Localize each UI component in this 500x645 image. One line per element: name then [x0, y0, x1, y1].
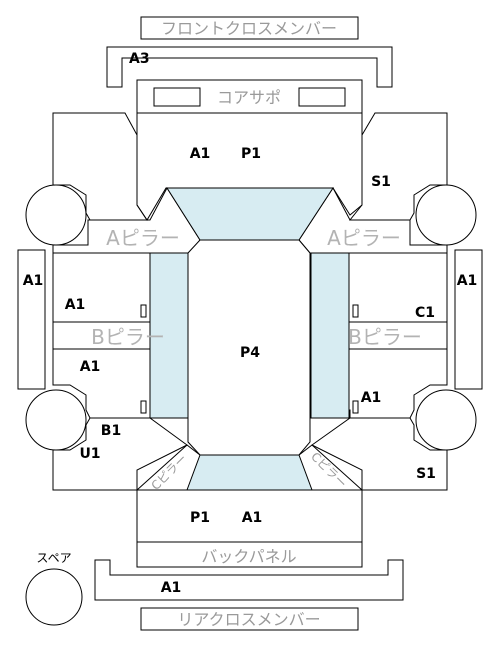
left-u1-label: U1: [79, 446, 100, 462]
left-outer-a1-label: A1: [23, 273, 44, 289]
rear-p1-label: P1: [190, 510, 210, 526]
a-pillar-right-label: Aピラー: [327, 226, 401, 250]
core-support-label: コアサポ: [217, 88, 281, 107]
c-pillar-right-label: Cピラー: [308, 450, 349, 491]
back-panel-box[interactable]: [136, 541, 363, 568]
handle-right-rear: [352, 400, 359, 414]
front-a1-label: A1: [190, 146, 211, 162]
right-door-front-c1-label: C1: [415, 305, 435, 321]
roof-panel[interactable]: [187, 239, 311, 456]
left-rear-door[interactable]: [52, 348, 151, 419]
right-rear-quarter[interactable]: [311, 417, 448, 491]
rear-cross-a1-label: A1: [161, 580, 182, 596]
a3-label: A3: [129, 51, 150, 67]
front-cross-bracket[interactable]: [106, 46, 393, 88]
right-front-fender[interactable]: [348, 112, 448, 221]
left-door-rear-a1-label: A1: [80, 359, 101, 375]
front-left-wheel: [25, 184, 87, 246]
rear-left-wheel: [25, 389, 87, 451]
back-panel-label: バックパネル: [201, 547, 296, 566]
handle-right-front: [352, 304, 359, 318]
c-pillar-left-label: Cピラー: [149, 452, 190, 493]
rear-right-wheel: [415, 389, 477, 451]
right-rear-s1-label: S1: [416, 466, 436, 482]
front-cross-member-box: [140, 16, 359, 40]
spare-label: スペア: [36, 551, 71, 565]
right-side-glass[interactable]: [310, 252, 350, 419]
right-outer-a1-label: A1: [457, 273, 478, 289]
rear-cross-bracket[interactable]: [94, 559, 404, 601]
center-p4-label: P4: [240, 345, 260, 361]
left-b1-label: B1: [101, 423, 121, 439]
rear-cross-member-label: リアクロスメンバー: [177, 610, 320, 629]
left-rocker-panel[interactable]: [17, 249, 46, 390]
b-pillar-left-label: Bピラー: [91, 325, 165, 349]
b-pillar-right-label: Bピラー: [348, 325, 422, 349]
front-cross-member-label: フロントクロスメンバー: [161, 19, 337, 38]
front-p1-label: P1: [241, 146, 261, 162]
right-front-s1-label: S1: [371, 174, 391, 190]
headlight-left: [153, 87, 201, 107]
spare-tire: [25, 568, 83, 626]
handle-left-rear: [140, 400, 147, 414]
rear-a1-label: A1: [242, 510, 263, 526]
headlight-right: [298, 87, 346, 107]
left-door-front-a1-label: A1: [65, 297, 86, 313]
front-right-wheel: [415, 184, 477, 246]
handle-left-front: [140, 304, 147, 318]
right-door-rear-a1-label: A1: [361, 390, 382, 406]
a-pillar-left-label: Aピラー: [106, 226, 180, 250]
right-rocker-panel[interactable]: [454, 249, 483, 390]
rear-cross-member-box: [140, 607, 359, 631]
rear-window[interactable]: [186, 454, 313, 491]
left-front-fender[interactable]: [52, 112, 148, 221]
windshield[interactable]: [166, 187, 334, 241]
